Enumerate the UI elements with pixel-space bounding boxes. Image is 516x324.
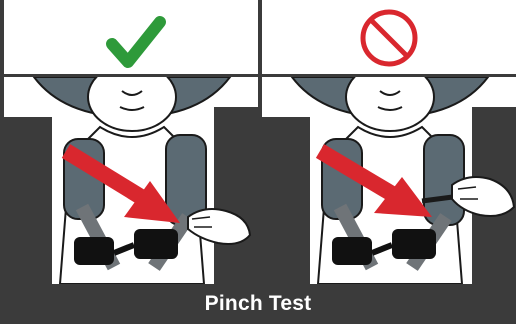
correct-symbol-box — [4, 0, 258, 77]
prohibited-icon — [262, 0, 516, 74]
incorrect-pinch-panel — [262, 0, 516, 284]
correct-pinch-scene — [4, 77, 258, 284]
check-mark-icon — [4, 0, 258, 74]
incorrect-symbol-box — [262, 0, 516, 77]
car-seat-illustration-incorrect — [262, 77, 516, 284]
caption-bar: Pinch Test — [0, 284, 516, 324]
caption-title: Pinch Test — [205, 292, 312, 316]
car-seat-illustration-correct — [4, 77, 258, 284]
incorrect-pinch-scene — [262, 77, 516, 284]
correct-pinch-panel — [4, 0, 258, 284]
